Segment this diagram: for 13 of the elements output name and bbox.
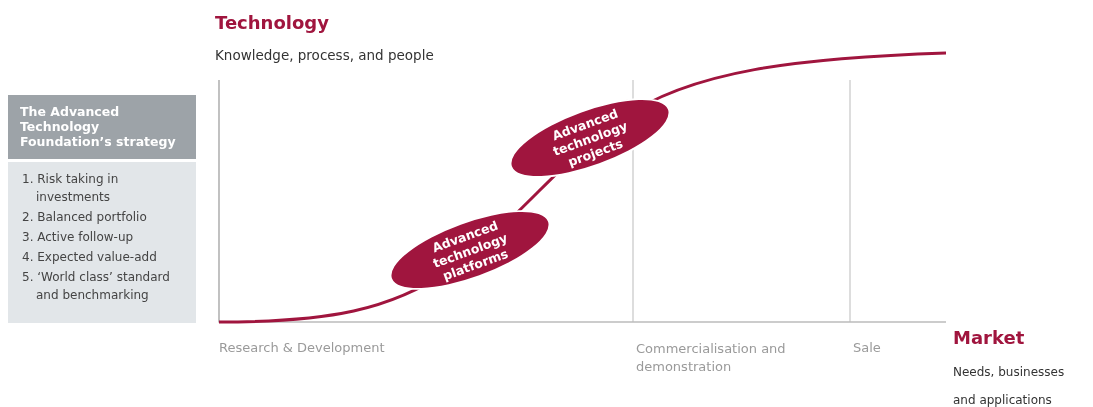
stage-label: Research & Development [219, 340, 385, 355]
strategy-item: 1. Risk taking in investments [22, 171, 120, 206]
strategy-heading: The Advanced Technology Foundation’s strategy [8, 95, 196, 159]
axis-subtitle: Knowledge, process, and people [215, 47, 434, 63]
axis-title: Market [953, 327, 1025, 348]
strategy-item: 2. Balanced portfolio [22, 209, 148, 226]
stage-label: Sale [853, 340, 881, 355]
axis-subtitle: Needs, businesses and applications [953, 364, 1066, 407]
strategy-item: 3. Active follow-up [22, 229, 135, 246]
strategy-item: 5. ‘World class’ standard and benchmarking [22, 269, 171, 304]
axis-title: Technology [215, 12, 329, 33]
strategy-item: 4. Expected value-add [22, 249, 158, 266]
stage-label: Commercialisation and demonstration [636, 340, 787, 376]
